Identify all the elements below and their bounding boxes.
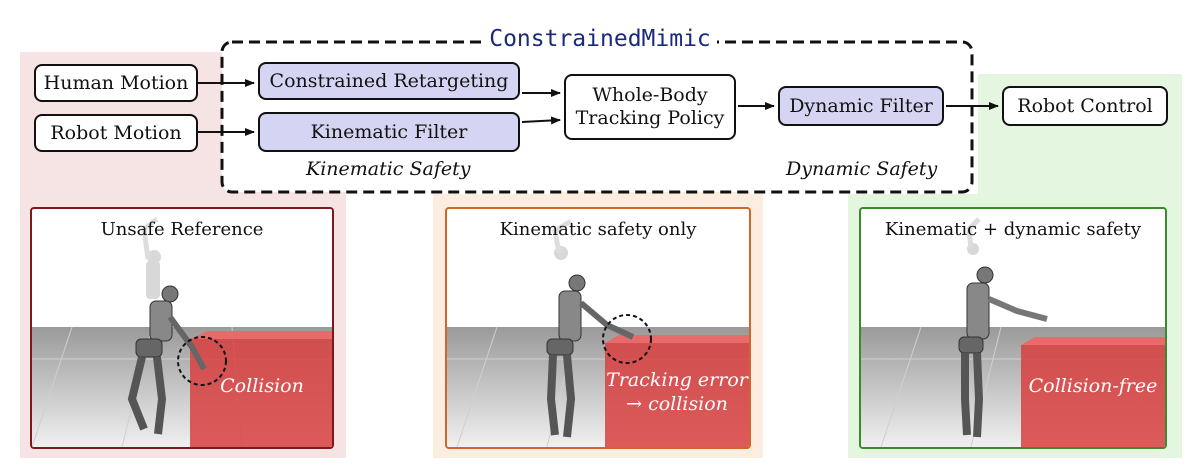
panel-kinematic-dynamic-caption: Collision-free — [1028, 375, 1158, 397]
robot-control-label: Robot Control — [1017, 94, 1153, 117]
tracking-policy-box: Whole-Body Tracking Policy — [564, 74, 736, 140]
human-motion-box: Human Motion — [34, 64, 198, 102]
ghost-reference-pose — [552, 218, 573, 260]
tracking-policy-line2: Tracking Policy — [575, 107, 725, 129]
robot-control-box: Robot Control — [1002, 86, 1168, 126]
kinematic-filter-label: Kinematic Filter — [310, 120, 468, 143]
obstacle-box — [1021, 345, 1165, 447]
panel-kinematic-dynamic: Kinematic + dynamic safety Collision-fre… — [859, 207, 1167, 449]
dynamic-filter-box: Dynamic Filter — [778, 86, 944, 126]
dynamic-filter-label: Dynamic Filter — [789, 94, 933, 117]
obstacle-box-top — [190, 331, 332, 339]
panel-unsafe-reference: Unsafe Reference Collision — [30, 207, 334, 449]
robot-motion-box: Robot Motion — [34, 114, 198, 152]
scene-kinematic-dynamic — [861, 217, 1165, 447]
scene-kinematic-only — [447, 218, 749, 447]
ghost-reference-pose — [966, 217, 981, 255]
tracking-error-highlight-circle — [602, 314, 652, 364]
obstacle-box — [605, 343, 749, 447]
dynamic-safety-label: Dynamic Safety — [786, 158, 938, 180]
obstacle-box-top — [1021, 337, 1165, 345]
constrained-retargeting-label: Constrained Retargeting — [269, 69, 509, 92]
panel-unsafe-caption: Collision — [220, 375, 304, 397]
robot-motion-label: Robot Motion — [50, 121, 182, 144]
robot-figure — [958, 266, 1048, 438]
human-motion-label: Human Motion — [43, 71, 189, 94]
panel-kinematic-only-caption-line2: → collision — [626, 393, 728, 415]
obstacle-box-top — [605, 335, 749, 343]
panel-unsafe-title: Unsafe Reference — [100, 219, 264, 240]
collision-highlight-circle — [177, 336, 227, 386]
robot-figure — [546, 274, 635, 438]
panel-kinematic-only-caption-line1: Tracking error — [606, 369, 748, 391]
panel-kinematic-only: Kinematic safety only Tracking error → c… — [445, 207, 751, 449]
kinematic-filter-box: Kinematic Filter — [258, 112, 520, 152]
kinematic-safety-label: Kinematic Safety — [306, 158, 471, 180]
robot-figure — [127, 285, 207, 435]
panel-kinematic-dynamic-title: Kinematic + dynamic safety — [884, 219, 1142, 240]
obstacle-box — [190, 339, 332, 447]
panel-kinematic-only-title: Kinematic safety only — [499, 219, 697, 240]
constrained-retargeting-box: Constrained Retargeting — [258, 62, 520, 100]
tracking-policy-line1: Whole-Body — [592, 84, 708, 107]
scene-unsafe — [32, 217, 332, 447]
ghost-reference-pose — [141, 217, 161, 299]
